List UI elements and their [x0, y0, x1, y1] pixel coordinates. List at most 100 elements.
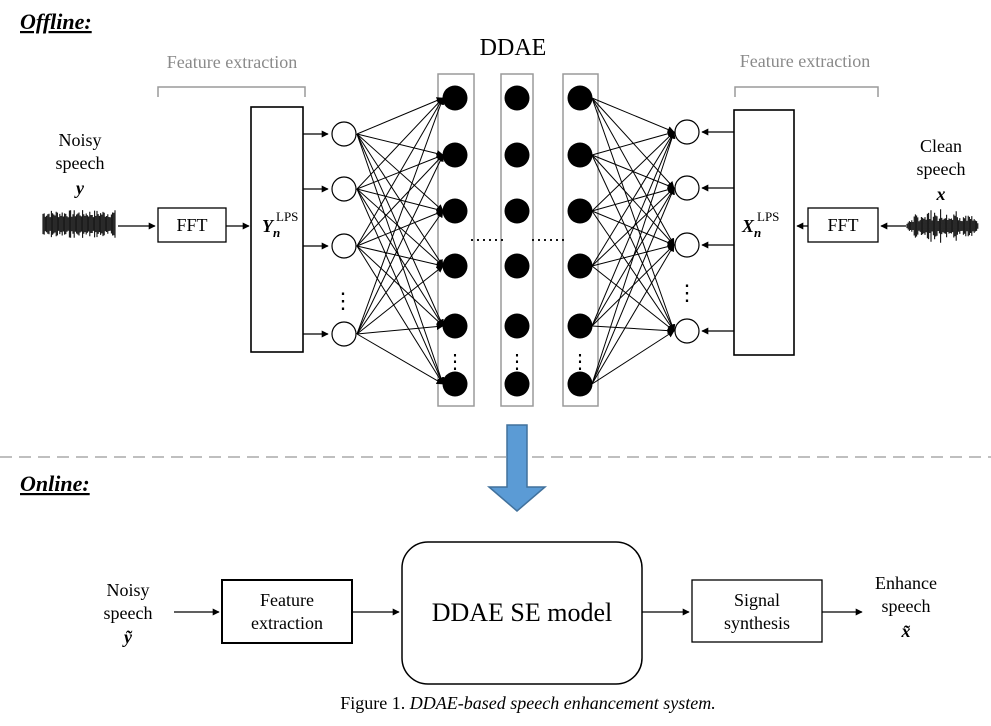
signal-synthesis-box [691, 579, 823, 643]
noisy-lps-superscript: LPS [276, 209, 298, 224]
hidden-node-layer-3 [567, 371, 593, 397]
clean-lps-superscript: LPS [757, 209, 779, 224]
connection-arrow [356, 154, 444, 335]
connection-arrow [356, 97, 444, 135]
horizontal-ellipsis-right: ⋯⋯ [530, 230, 566, 250]
hidden-node-layer-1 [442, 253, 468, 279]
online-heading: Online: [20, 471, 90, 496]
online-noisy-label-line1: Noisy [106, 580, 149, 600]
feature-extraction-right-label: Feature extraction [740, 51, 870, 71]
connection-arrow [356, 97, 444, 247]
connection-arrow [591, 130, 675, 156]
hidden-node-layer-2 [504, 313, 530, 339]
hidden-node-layer-3 [567, 198, 593, 224]
waveform-trace [42, 210, 116, 238]
connection-arrow [356, 323, 444, 335]
noisy-speech-label-line1: Noisy [58, 130, 101, 150]
connection-arrow [591, 330, 675, 385]
ddae-se-model-label: DDAE SE model [432, 598, 613, 627]
layer2-vertical-ellipsis: ⋮ [507, 351, 527, 373]
clean-speech-label-line2: speech [917, 159, 966, 179]
noisy-speech-variable: y [74, 178, 85, 198]
connection-arrow [591, 131, 675, 327]
input-node [331, 121, 357, 147]
connection-arrow [591, 131, 675, 212]
hidden-layer-3-frame [562, 73, 599, 407]
connection-arrow [356, 188, 444, 327]
hidden-layer-2-frame [500, 73, 534, 407]
offline-heading: Offline: [20, 9, 92, 34]
feature-extraction-box [221, 579, 353, 644]
clean-waveform-icon [906, 209, 979, 243]
noisy-lps-box [250, 106, 304, 353]
noisy-waveform-icon [42, 210, 116, 238]
connection-arrow [356, 245, 444, 327]
hidden-node-layer-3 [567, 142, 593, 168]
clean-lps-symbol: Xn [741, 216, 761, 240]
fft-label-right: FFT [827, 215, 858, 235]
feature-extraction-box-line1: Feature [260, 590, 314, 610]
input-node [331, 321, 357, 347]
connection-arrow [591, 325, 675, 335]
hidden-node-layer-2 [504, 253, 530, 279]
connection-arrow [591, 97, 675, 133]
hidden-node-layer-3 [567, 313, 593, 339]
output-node [674, 318, 700, 344]
connection-arrow [591, 187, 675, 267]
hidden-node-layer-2 [504, 142, 530, 168]
clean-speech-variable: x [936, 184, 946, 204]
connection-arrow [356, 245, 444, 385]
hidden-layer-1-frame [437, 73, 475, 407]
connection-arrow [356, 97, 444, 190]
layer1-vertical-ellipsis: ⋮ [445, 351, 465, 373]
input-nodes-vertical-ellipsis: ⋮ [332, 288, 354, 313]
feature-extraction-left-bracket [157, 86, 306, 97]
connection-arrow [591, 243, 675, 267]
hidden-node-layer-3 [567, 253, 593, 279]
waveform-trace [906, 209, 979, 243]
hidden-node-layer-1 [442, 371, 468, 397]
hidden-node-layer-3 [567, 85, 593, 111]
connection-arrow [591, 97, 676, 332]
connection-arrow [591, 187, 675, 385]
enhance-speech-label-line1: Enhance [875, 573, 937, 593]
signal-synthesis-box-line2: synthesis [724, 613, 790, 633]
network-nodes [331, 85, 700, 397]
connection-arrow [356, 210, 444, 247]
output-nodes-vertical-ellipsis: ⋮ [676, 280, 698, 305]
connection-arrow [356, 210, 444, 335]
connection-arrow [591, 265, 675, 332]
ddae-se-model-box [401, 541, 643, 685]
input-node [331, 233, 357, 259]
output-node [674, 232, 700, 258]
input-node [331, 176, 357, 202]
connection-arrow [356, 265, 444, 335]
down-arrow-icon [486, 424, 548, 512]
feature-extraction-right-bracket [734, 86, 879, 97]
connection-arrow [591, 210, 675, 332]
hidden-node-layer-1 [442, 85, 468, 111]
connection-arrow [356, 333, 444, 385]
online-noisy-label-line2: speech [104, 603, 153, 623]
connection-arrow [591, 244, 675, 385]
connection-arrow [356, 133, 444, 157]
hidden-node-layer-1 [442, 198, 468, 224]
connection-arrow [356, 188, 444, 267]
ddae-title: DDAE [480, 35, 547, 61]
connection-arrow [356, 133, 444, 327]
hidden-node-layer-1 [442, 313, 468, 339]
enhance-speech-variable: x̃ [901, 621, 911, 641]
hidden-node-layer-2 [504, 85, 530, 111]
noisy-speech-label-line2: speech [56, 153, 105, 173]
horizontal-ellipsis-left: ⋯⋯ [469, 230, 505, 250]
connection-arrow [356, 97, 445, 335]
connection-arrow [591, 154, 675, 332]
connection-arrow [356, 133, 445, 385]
online-noisy-variable: ỹ [122, 627, 133, 647]
enhance-speech-label-line2: speech [882, 596, 931, 616]
fft-label-left: FFT [176, 215, 207, 235]
feature-extraction-box-line2: extraction [251, 613, 323, 633]
noisy-lps-symbol: Yn [262, 216, 280, 240]
